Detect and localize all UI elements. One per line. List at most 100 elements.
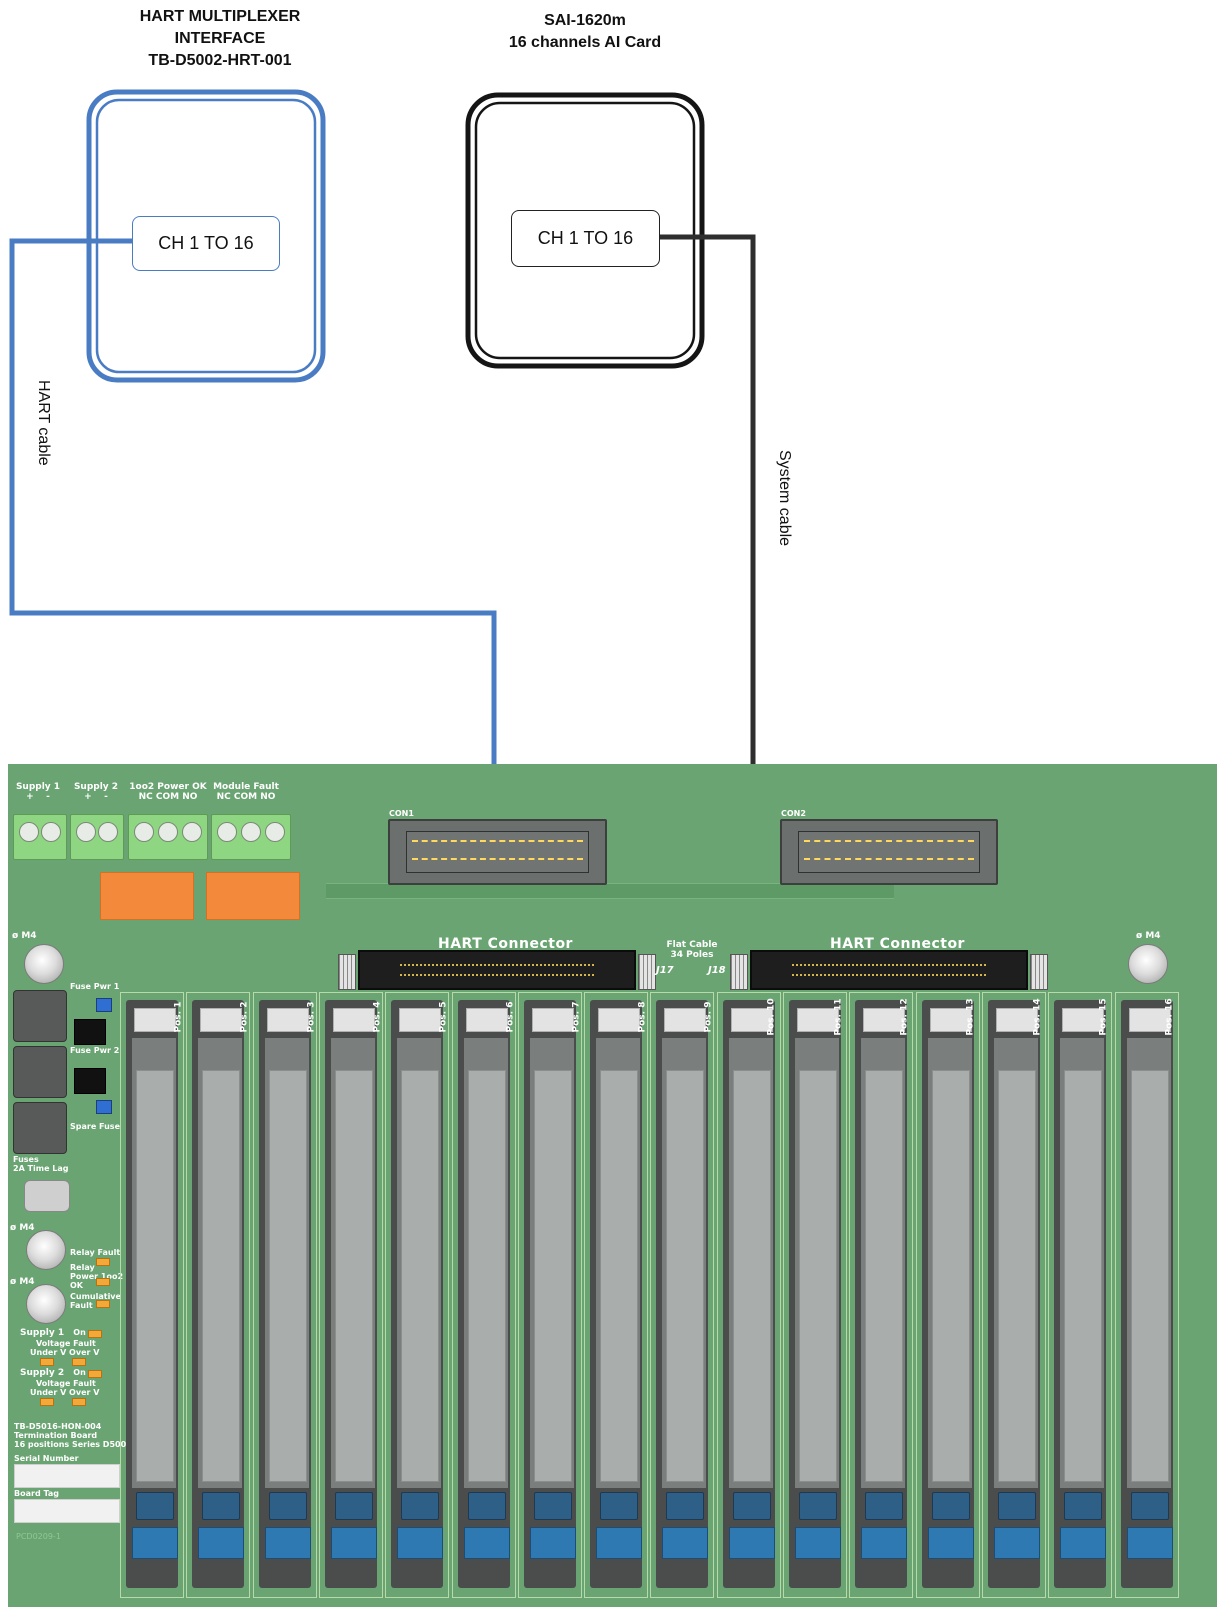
con2-connector (780, 819, 998, 885)
slot-clip (268, 1492, 307, 1520)
slot-clip (136, 1492, 174, 1520)
hart-mux-box-outer (86, 89, 326, 383)
module-slot: Pos. 11 (783, 992, 847, 1598)
slot-outline (783, 992, 847, 1598)
module-fault-pins: NC COM NO (216, 792, 276, 802)
fuse-led-1 (96, 998, 112, 1012)
supply1-terminal-label: Supply 1 + - (14, 782, 62, 802)
slot-position-label: Pos. 12 (899, 998, 910, 1036)
supply2-status-label: Supply 2 (20, 1368, 65, 1378)
slot-outline (517, 992, 582, 1598)
relay-1 (100, 872, 194, 920)
slot-outline (981, 992, 1046, 1598)
slot-window (202, 1070, 241, 1482)
cumulative-line1: Cumulative (70, 1292, 121, 1301)
hart-connector-1-pins-bottom (400, 974, 594, 978)
ai-card-channel-box: CH 1 TO 16 (511, 210, 660, 267)
slot-body (523, 1000, 576, 1588)
supply2-label: Supply 2 (73, 782, 119, 792)
module-slot: Pos. 2 (186, 992, 251, 1598)
supply1-pins: + - (26, 792, 50, 802)
slot-window (865, 1070, 904, 1482)
slot-clip (533, 1492, 572, 1520)
supply2-terminal-block (70, 814, 124, 860)
slot-latch (730, 1008, 773, 1032)
slot-connector (596, 1527, 643, 1559)
module-fault-label: Module Fault (213, 782, 279, 792)
board-id-line3: 16 positions Series D5000 (14, 1440, 132, 1449)
slot-body (1054, 1000, 1107, 1588)
slot-connector (993, 1527, 1040, 1559)
terminal-screw-icon (134, 822, 154, 842)
slot-latch (995, 1008, 1038, 1032)
supply2-status: Supply 2 On (20, 1368, 86, 1378)
module-slot: Pos. 13 (915, 992, 980, 1598)
slot-clip (600, 1492, 639, 1520)
slot-connector (927, 1527, 974, 1559)
slot-position-label: Pos. 3 (306, 1001, 317, 1033)
slot-body (258, 1000, 311, 1588)
slot-latch (1062, 1008, 1105, 1032)
slot-window (732, 1070, 771, 1482)
slot-clip (799, 1492, 837, 1520)
slot-outline (1048, 992, 1113, 1598)
supply1-terminal-block (13, 814, 67, 860)
slot-connector (463, 1527, 510, 1559)
pcb-code: PCD0209-1 (16, 1532, 61, 1541)
m4-label-3: ø M4 (10, 1223, 35, 1233)
slot-position-label: Pos. 4 (372, 1001, 383, 1033)
slot-window (334, 1070, 373, 1482)
module-slot: Pos. 8 (584, 992, 649, 1598)
slot-latch (266, 1008, 309, 1032)
ai-card-title-line2: 16 channels AI Card (508, 34, 662, 51)
slot-window (467, 1070, 506, 1482)
slot-connector (1060, 1527, 1107, 1559)
flat-cable-line1: Flat Cable (666, 940, 718, 950)
slot-latch (465, 1008, 508, 1032)
terminal-screw-icon (217, 822, 237, 842)
cumulative-line2: Fault (70, 1301, 93, 1310)
slot-window (931, 1070, 970, 1482)
slot-position-label: Pos. 7 (571, 1001, 582, 1033)
fuse-led-2 (96, 1100, 112, 1114)
module-slot: Pos. 16 (1114, 992, 1179, 1598)
hart-connector-2 (750, 950, 1028, 990)
supply1-over-led (72, 1358, 86, 1366)
slot-connector (330, 1527, 377, 1559)
slot-connector (132, 1527, 178, 1559)
con1-pins-top (412, 840, 583, 844)
slot-clip (997, 1492, 1036, 1520)
con2-label: CON2 (781, 809, 806, 818)
supply2-under-over: Under V Over V (30, 1388, 100, 1397)
slot-outline (849, 992, 914, 1598)
module-slot: Pos. 7 (517, 992, 582, 1598)
slot-outline (915, 992, 980, 1598)
mount-hole-icon (1128, 944, 1168, 984)
terminal-screw-icon (76, 822, 96, 842)
supply1-on-label: On (73, 1328, 86, 1337)
module-slot: Pos. 6 (451, 992, 516, 1598)
con2-socket (798, 831, 980, 873)
hart-connector-1-latch-left (338, 954, 356, 990)
terminal-screw-icon (41, 822, 61, 842)
module-slot: Pos. 5 (385, 992, 450, 1598)
ai-card-title-line1: SAI-1620m (544, 12, 626, 29)
relay-power-line1: Relay (70, 1263, 95, 1272)
hart-cable-label: HART cable (35, 380, 52, 466)
supply1-label: Supply 1 (15, 782, 61, 792)
slot-position-label: Pos. 14 (1032, 998, 1043, 1036)
hart-connector-2-pins-bottom (792, 974, 986, 978)
slot-window (1064, 1070, 1103, 1482)
slot-position-label: Pos. 11 (833, 998, 844, 1036)
slot-clip (467, 1492, 506, 1520)
supply2-under-led (40, 1398, 54, 1406)
slot-position-label: Pos. 16 (1164, 998, 1175, 1036)
slot-connector (1126, 1527, 1173, 1559)
slot-outline (650, 992, 715, 1598)
serial-number-plate (14, 1464, 120, 1488)
supply1-under-over: Under V Over V (30, 1348, 100, 1357)
hart-connector-1-latch-right (638, 954, 656, 990)
supply2-pins: + - (84, 792, 108, 802)
slot-clip (334, 1492, 373, 1520)
